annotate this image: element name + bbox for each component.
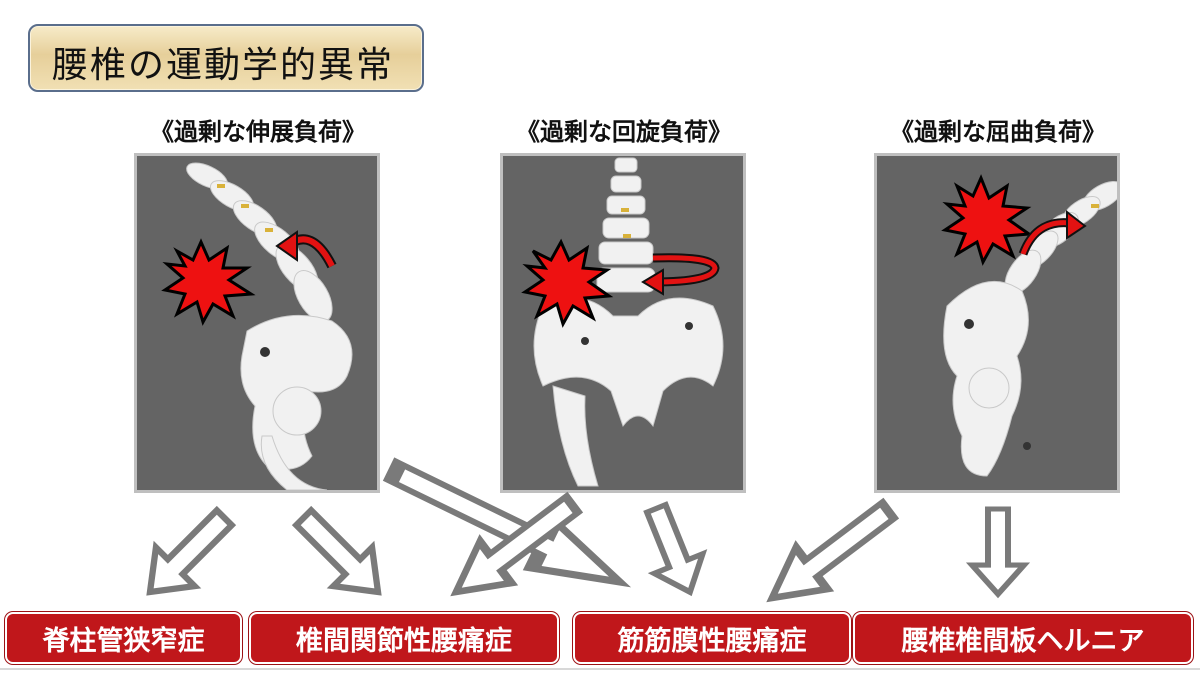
caption-flexion: 《過剰な屈曲負荷》 [890, 118, 1106, 146]
hollow-block-arrow-icon [131, 498, 244, 611]
hollow-block-arrow-icon [632, 499, 714, 602]
caption-extension: 《過剰な伸展負荷》 [150, 118, 366, 146]
flexion-spine-image [874, 153, 1120, 493]
title-box: 腰椎の運動学的異常 [28, 24, 424, 92]
hollow-block-arrow-icon [284, 498, 397, 611]
condition-disc-herniation: 腰椎椎間板ヘルニア [853, 612, 1193, 664]
condition-facet-joint-pain: 椎間関節性腰痛症 [249, 612, 559, 664]
page-title: 腰椎の運動学的異常 [52, 45, 395, 86]
spine-illustration [943, 180, 1117, 477]
divider [0, 668, 1200, 670]
hollow-block-arrow-icon [756, 490, 903, 619]
pain-burst-icon [161, 238, 256, 326]
hollow-block-arrow-icon [972, 509, 1024, 594]
extension-spine-image [134, 153, 380, 493]
rotation-spine-image [500, 153, 746, 493]
pain-burst-icon [941, 174, 1034, 266]
condition-spinal-stenosis: 脊柱管狭窄症 [5, 612, 242, 664]
pain-burst-icon [521, 238, 614, 328]
caption-rotation: 《過剰な回旋負荷》 [516, 118, 732, 146]
spine-illustration [186, 162, 353, 490]
condition-myofascial-pain: 筋筋膜性腰痛症 [573, 612, 851, 664]
spine-illustration [533, 157, 724, 487]
